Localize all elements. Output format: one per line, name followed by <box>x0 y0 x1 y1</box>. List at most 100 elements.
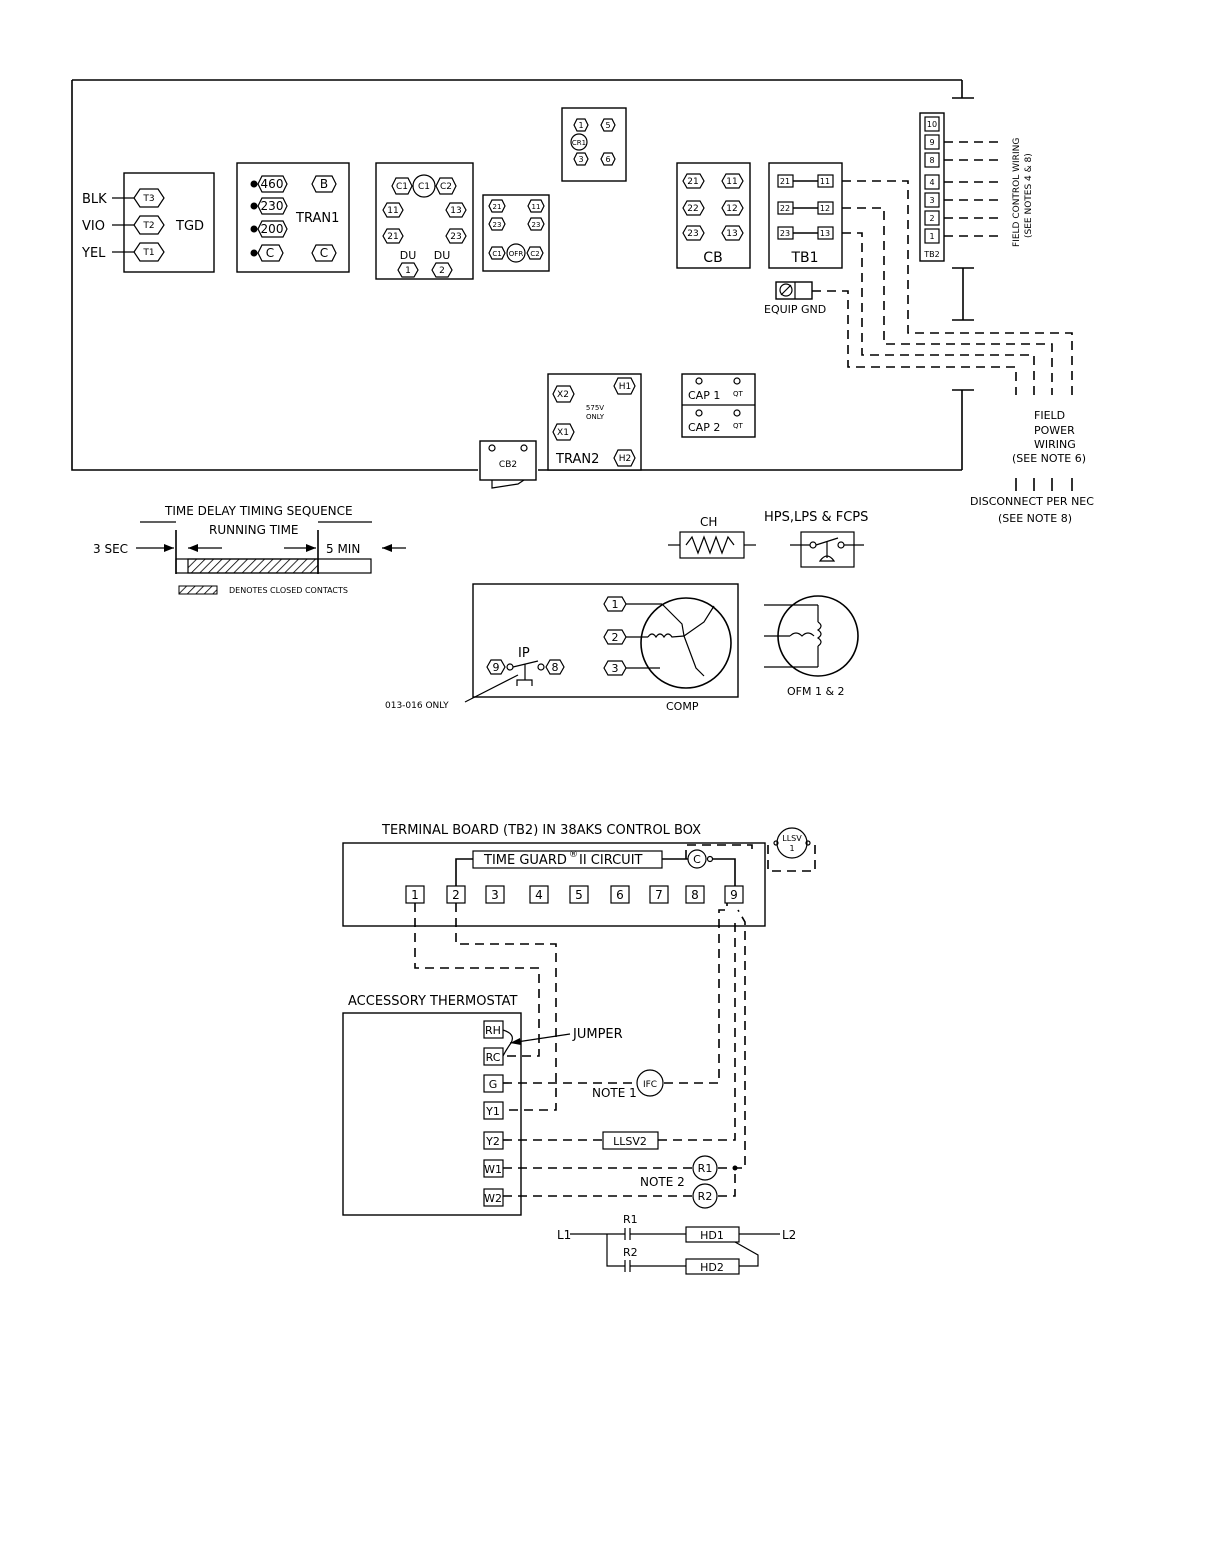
ofr-term-c2: C2 <box>530 250 539 258</box>
tb2-term-9: 9 <box>929 138 934 147</box>
ofm-label: OFM 1 & 2 <box>787 685 845 698</box>
du-term-c2: C2 <box>440 182 452 192</box>
contactor-du-block: C1 C1 C2 11 13 21 23 DU DU 1 2 <box>375 162 474 280</box>
du-label-1: DU <box>400 249 417 262</box>
tb2-box-term-8: 8 <box>691 888 699 902</box>
du-term-23: 23 <box>450 232 461 242</box>
tb1-block: 21 11 22 12 23 13 TB1 <box>768 162 843 269</box>
tgd-terminal-t3: T3 <box>142 194 154 204</box>
timeguard-rest: II CIRCUIT <box>579 853 643 868</box>
wire-vio-label: VIO <box>82 219 105 234</box>
tran2-note-only: ONLY <box>586 413 605 421</box>
ofr-coil-label: OFR <box>509 250 524 258</box>
tb1-term-23: 23 <box>780 229 790 238</box>
tran1-tap-200: 200 <box>261 222 284 236</box>
note1-label: NOTE 1 <box>592 1086 637 1100</box>
thermostat-term-rc: RC <box>486 1051 501 1064</box>
timeguard-label: TIME GUARD <box>483 853 567 868</box>
comp-label: COMP <box>666 700 699 713</box>
switches-label: HPS,LPS & FCPS <box>764 510 868 525</box>
ofr-term-21: 21 <box>493 203 502 211</box>
tb2-strip: 10 9 8 4 3 2 1 TB2 <box>919 112 945 262</box>
field-control-wires: FIELD CONTROL WIRING (SEE NOTES 4 & 8) <box>944 138 1034 247</box>
control-panel <box>71 79 974 471</box>
cb2-label: CB2 <box>499 460 517 470</box>
cb-term-23: 23 <box>687 229 698 239</box>
equip-ground: EQUIP GND <box>764 281 826 316</box>
capacitor-block: CAP 1 CAP 2 QT QT <box>681 373 756 438</box>
cap2-label: CAP 2 <box>688 421 720 434</box>
tb1-term-13: 13 <box>820 229 830 238</box>
ofr-term-23a: 23 <box>493 221 502 229</box>
timing-running: RUNNING TIME <box>209 523 299 537</box>
tb2-term-1: 1 <box>929 232 934 241</box>
tran1-term-c: C <box>320 246 328 260</box>
ip-note: 013-016 ONLY <box>385 701 449 711</box>
cap2-sub: QT <box>733 422 744 430</box>
ofr-term-23b: 23 <box>532 221 541 229</box>
tran2-term-x1: X1 <box>557 428 569 438</box>
crankcase-heater-symbol: CH <box>668 515 756 559</box>
tb1-term-22: 22 <box>780 204 790 213</box>
note2-label: NOTE 2 <box>640 1175 685 1189</box>
du-term-21: 21 <box>387 232 398 242</box>
tb2-box-term-2: 2 <box>452 888 460 902</box>
r1-coil-label: R1 <box>698 1162 713 1175</box>
fan-motor-symbol: OFM 1 & 2 <box>764 595 859 698</box>
cr1-term-1: 1 <box>578 121 583 130</box>
ofr-term-c1: C1 <box>492 250 501 258</box>
timing-legend: DENOTES CLOSED CONTACTS <box>229 586 348 595</box>
field-power-wires: FIELD POWER WIRING (SEE NOTE 6) DISCONNE… <box>812 180 1094 525</box>
du-label-2: DU <box>434 249 451 262</box>
field-power-line3: WIRING <box>1034 438 1076 451</box>
tb2-box-term-7: 7 <box>655 888 663 902</box>
control-wiring: IFC NOTE 1 LLSV2 R1 R2 NOTE 2 <box>414 903 746 1209</box>
du-term-13: 13 <box>450 206 461 216</box>
tb2-box-term-6: 6 <box>616 888 624 902</box>
tran1-term-b: B <box>320 177 328 191</box>
du-num-2: 2 <box>439 266 445 276</box>
thermostat-term-w2: W2 <box>484 1192 502 1205</box>
tgd-block: BLK VIO YEL T3 T2 T1 TGD <box>81 172 215 273</box>
cr1-term-3: 3 <box>578 155 583 164</box>
field-power-line2: POWER <box>1034 424 1075 437</box>
pressure-switch-symbol: HPS,LPS & FCPS <box>764 510 868 568</box>
llsv1-label: LLSV <box>782 834 802 843</box>
tb2-term-8: 8 <box>929 156 934 165</box>
ip-label: IP <box>518 646 530 661</box>
tgd-title: TGD <box>175 219 204 234</box>
du-term-11: 11 <box>387 206 398 216</box>
tb2-box-term-1: 1 <box>411 888 419 902</box>
field-power-line1: FIELD <box>1034 409 1065 422</box>
disconnect-note: (SEE NOTE 8) <box>998 512 1072 525</box>
tb2-control-box: TERMINAL BOARD (TB2) IN 38AKS CONTROL BO… <box>342 823 816 927</box>
tb1-title: TB1 <box>790 250 818 266</box>
tran1-title: TRAN1 <box>295 211 339 226</box>
thermostat-term-w1: W1 <box>484 1163 502 1176</box>
cb-term-22: 22 <box>687 204 698 214</box>
thermostat-term-g: G <box>489 1078 498 1091</box>
ofr-term-11: 11 <box>532 203 541 211</box>
l1-label: L1 <box>557 1228 571 1242</box>
field-control-label: FIELD CONTROL WIRING <box>1012 138 1022 247</box>
llsv2-label: LLSV2 <box>613 1135 647 1148</box>
hd1-label: HD1 <box>700 1229 724 1242</box>
tran2-term-x2: X2 <box>557 390 569 400</box>
thermostat-term-rh: RH <box>485 1024 501 1037</box>
compressor-symbol: COMP 1 2 3 IP 9 8 013-016 ONLY <box>385 583 739 713</box>
cap1-sub: QT <box>733 390 744 398</box>
cb-term-11: 11 <box>726 177 737 187</box>
cap1-label: CAP 1 <box>688 389 720 402</box>
tran2-title: TRAN2 <box>555 452 599 467</box>
timing-title: TIME DELAY TIMING SEQUENCE <box>164 504 353 518</box>
tb1-term-12: 12 <box>820 204 830 213</box>
comp-term-1: 1 <box>612 598 619 611</box>
ip-term-9: 9 <box>493 661 500 674</box>
cb2-breaker: CB2 <box>479 440 537 489</box>
timing-sequence: TIME DELAY TIMING SEQUENCE RUNNING TIME … <box>93 504 406 595</box>
timing-3sec: 3 SEC <box>93 542 128 556</box>
cb-title: CB <box>703 250 722 266</box>
thermostat-term-y2: Y2 <box>485 1135 500 1148</box>
tb2-term-4: 4 <box>929 178 934 187</box>
